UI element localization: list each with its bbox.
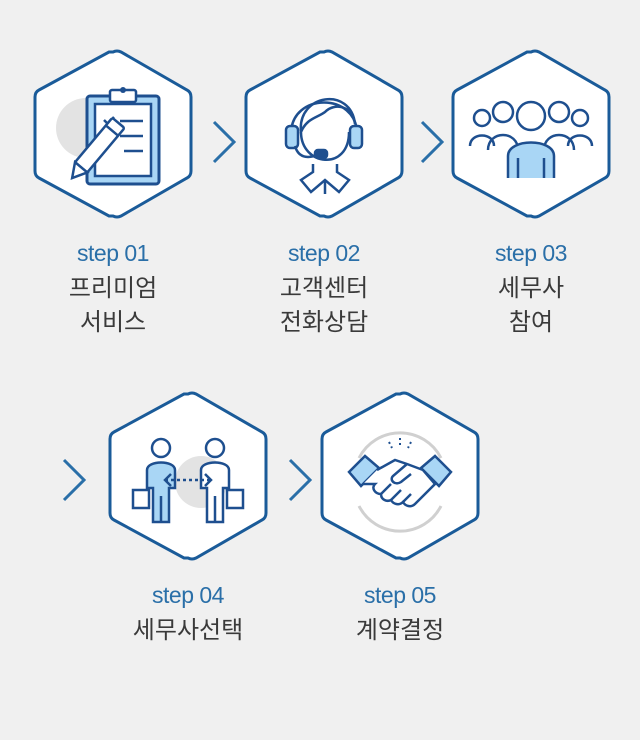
step-01-line1: 프리미엄: [68, 274, 158, 302]
arrow-right-icon: [62, 458, 87, 502]
step-04-title: 세무사선택: [132, 616, 244, 644]
two-people-choose-icon: [131, 437, 245, 524]
step-03-label: step 03: [495, 240, 567, 266]
step-01-hexagon: [28, 46, 198, 222]
step-02-line2: 전화상담: [279, 308, 369, 336]
step-04-hexagon: [103, 388, 273, 564]
step-05: step 05 계약결정: [315, 388, 485, 647]
step-02-line1: 고객센터: [279, 274, 369, 302]
step-05-hexagon: [315, 388, 485, 564]
arrow-right-icon: [288, 458, 313, 502]
step-03-hexagon: [446, 46, 616, 222]
step-02-hexagon: [239, 46, 409, 222]
step-04-label: step 04: [152, 582, 224, 608]
step-03-line2: 참여: [508, 308, 554, 336]
group-people-icon: [468, 100, 594, 178]
handshake-icon: [347, 431, 453, 533]
clipboard-icon: [56, 87, 161, 186]
step-01-line2: 서비스: [79, 308, 147, 336]
headset-agent-icon: [284, 98, 364, 194]
step-05-title: 계약결정: [355, 616, 445, 644]
step-02-label: step 02: [288, 240, 360, 266]
arrow-right-icon: [420, 120, 445, 164]
step-03-line1: 세무사: [497, 274, 565, 302]
step-04: step 04 세무사선택: [103, 388, 273, 647]
arrow-right-icon: [212, 120, 237, 164]
step-01-label: step 01: [77, 240, 149, 266]
step-05-label: step 05: [364, 582, 436, 608]
